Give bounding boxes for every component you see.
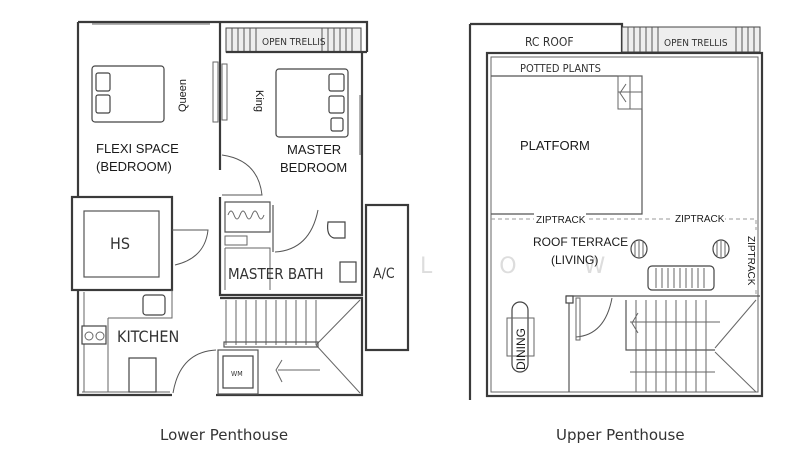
open-trellis-label-upper: OPEN TRELLIS bbox=[664, 38, 728, 49]
roof-terrace-label: ROOF TERRACE bbox=[533, 235, 628, 249]
dining-table bbox=[511, 301, 529, 373]
pillow bbox=[95, 72, 111, 92]
wm-label: WM bbox=[231, 370, 243, 378]
master-bedroom-door bbox=[221, 154, 263, 196]
washing-machine-area bbox=[217, 349, 259, 395]
toilet bbox=[327, 221, 346, 239]
sliding-door bbox=[221, 63, 228, 121]
pillow bbox=[328, 95, 345, 114]
lower-penthouse-plan: OPEN TRELLIS Queen King FLEXI SPACE (BED… bbox=[70, 20, 410, 444]
stair-arrow-icon bbox=[275, 359, 283, 383]
flexi-space-sublabel: (BEDROOM) bbox=[96, 159, 172, 174]
hs-door bbox=[172, 229, 209, 266]
roof-terrace-sublabel: (LIVING) bbox=[551, 253, 598, 267]
basin bbox=[339, 261, 357, 283]
master-bath-label: MASTER BATH bbox=[228, 265, 324, 283]
kitchen-door bbox=[172, 349, 217, 394]
fridge bbox=[128, 357, 157, 393]
master-bedroom-label: MASTER bbox=[287, 142, 341, 157]
lower-outer-wall bbox=[76, 20, 225, 198]
platform-step-arrow-icon bbox=[619, 83, 627, 103]
stair-handrail bbox=[223, 341, 319, 348]
stair-arrow-upper-icon bbox=[631, 312, 639, 334]
sliding-door bbox=[212, 61, 219, 123]
kitchen-label: KITCHEN bbox=[117, 327, 179, 346]
platform-label: PLATFORM bbox=[520, 138, 590, 153]
stair-treads-upper bbox=[630, 299, 757, 393]
dining-chairs bbox=[506, 317, 535, 357]
upper-enclosure bbox=[485, 51, 764, 398]
pillow bbox=[328, 73, 345, 92]
bath-door bbox=[274, 209, 319, 253]
pillow bbox=[95, 94, 111, 114]
upper-penthouse-caption: Upper Penthouse bbox=[556, 426, 685, 444]
household-shelter-outer bbox=[70, 195, 174, 292]
bath-outer-wall bbox=[218, 197, 364, 297]
queen-label: Queen bbox=[177, 79, 189, 112]
shower bbox=[224, 201, 271, 233]
column bbox=[565, 295, 574, 304]
kitchen-sink bbox=[142, 294, 166, 316]
open-trellis-upper bbox=[621, 26, 761, 53]
stair-wall bbox=[216, 296, 364, 397]
kitchen-wall bbox=[76, 290, 172, 397]
open-trellis-lower bbox=[225, 27, 362, 53]
potted-plants-label: POTTED PLANTS bbox=[520, 62, 601, 75]
lower-top-wall bbox=[225, 20, 369, 54]
king-label: King bbox=[253, 90, 265, 112]
flexi-space-label: FLEXI SPACE bbox=[96, 141, 179, 156]
hs-label: HS bbox=[110, 234, 130, 253]
master-bedroom-sublabel: BEDROOM bbox=[280, 160, 347, 175]
stair-treads bbox=[225, 299, 361, 394]
pillow bbox=[330, 117, 344, 132]
household-shelter-inner bbox=[83, 210, 160, 278]
washing-machine bbox=[222, 355, 254, 389]
rc-roof-label: RC ROOF bbox=[525, 35, 574, 49]
watermark: L O W bbox=[420, 254, 635, 279]
ac-ledge bbox=[364, 203, 410, 352]
upper-door bbox=[575, 297, 613, 339]
open-trellis-label-lower: OPEN TRELLIS bbox=[262, 37, 326, 48]
upper-penthouse-plan: RC ROOF OPEN TRELLIS POTTED PLANTS PLATF… bbox=[468, 22, 764, 444]
stair-handrail-upper bbox=[625, 300, 715, 351]
upper-door-leaf bbox=[575, 297, 581, 341]
ziptrack-label-3: ZIPTRACK bbox=[745, 236, 756, 286]
lower-penthouse-caption: Lower Penthouse bbox=[160, 426, 288, 444]
ziptrack-label-2: ZIPTRACK bbox=[675, 214, 725, 225]
vanity bbox=[224, 235, 248, 246]
ziptrack-label-1: ZIPTRACK bbox=[536, 215, 586, 226]
dining-label: DINING bbox=[514, 328, 528, 370]
ac-label: A/C bbox=[373, 266, 395, 282]
upper-enclosure-inner bbox=[490, 56, 759, 393]
